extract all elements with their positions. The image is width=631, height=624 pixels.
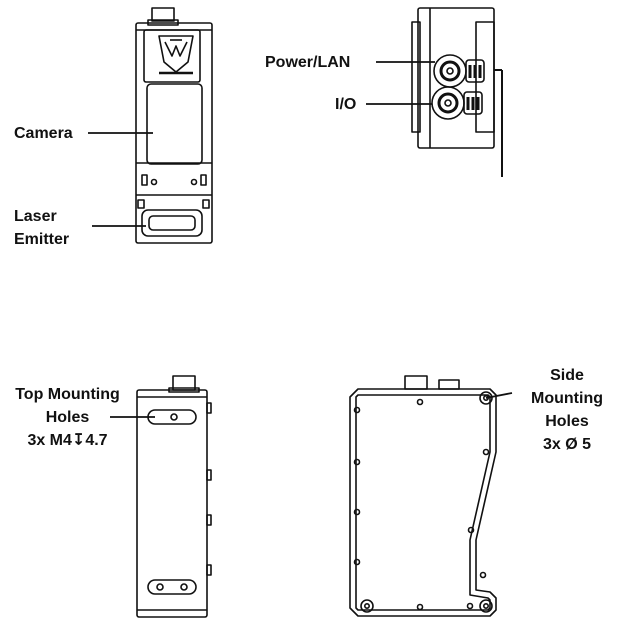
power-lan-port bbox=[433, 54, 467, 88]
laser-emitter-label: Laser Emitter bbox=[14, 208, 70, 248]
top-mounting-hole-2 bbox=[156, 583, 164, 591]
side-housing bbox=[349, 388, 497, 617]
top-view bbox=[136, 375, 212, 618]
side-mounting-hole-1 bbox=[479, 391, 493, 405]
front-top-connector bbox=[151, 7, 175, 22]
power-lan-label: Power/LAN bbox=[265, 54, 351, 71]
top-housing bbox=[136, 389, 208, 618]
side-mounting-hole-3 bbox=[360, 599, 374, 613]
camera-label: Camera bbox=[14, 125, 73, 142]
top-mounting-slot-lower bbox=[147, 579, 197, 595]
io-label: I/O bbox=[335, 96, 357, 113]
side-view bbox=[349, 375, 497, 617]
side-screws bbox=[353, 398, 490, 611]
front-mount-hole-left bbox=[150, 178, 158, 186]
side-mounting-holes-label: Side Mounting Holes 3x Ø 5 bbox=[531, 367, 603, 453]
camera-window bbox=[146, 83, 203, 165]
laser-window bbox=[141, 209, 203, 237]
connector-view bbox=[411, 7, 503, 177]
top-mounting-holes-label: Top Mounting Holes 3x M4↧4.7 bbox=[15, 386, 120, 449]
top-mounting-slot-upper bbox=[147, 409, 197, 425]
top-mounting-hole-3 bbox=[180, 583, 188, 591]
io-port bbox=[431, 86, 465, 120]
side-mounting-hole-2 bbox=[479, 599, 493, 613]
front-view bbox=[135, 7, 213, 244]
leader-lines bbox=[88, 61, 513, 418]
top-mounting-hole-1 bbox=[170, 413, 178, 421]
logo-icon bbox=[158, 35, 194, 75]
front-logo-panel bbox=[143, 29, 201, 83]
front-mount-hole-right bbox=[190, 178, 198, 186]
